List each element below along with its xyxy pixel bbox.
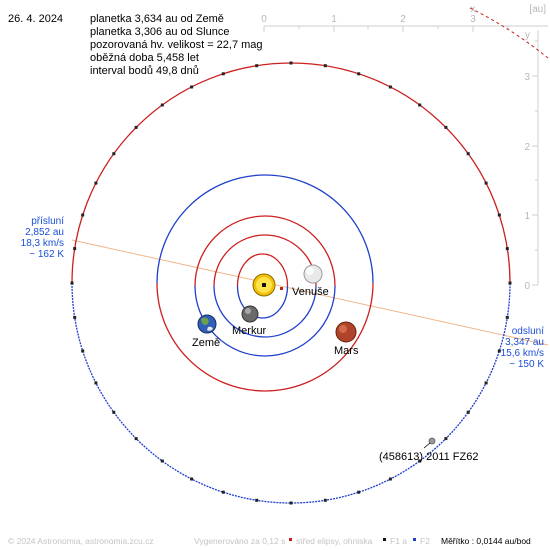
orbit-point-marker: [484, 181, 488, 185]
y-tick-label: 2: [524, 142, 530, 153]
orbit-point-marker: [160, 459, 164, 463]
orbit-point-marker: [388, 85, 392, 89]
info-orbital-period: oběžná doba 5,458 let: [90, 52, 199, 64]
copyright-text: © 2024 Astronomia, astronomia.zcu.cz: [8, 536, 154, 546]
orbit-point-marker: [388, 477, 392, 481]
orbit-point-marker: [466, 152, 470, 156]
y-tick-label: 0: [524, 281, 530, 292]
mercury: [241, 305, 259, 323]
generated-time: Vygenerováno za 0,12 s: [194, 536, 285, 546]
mars-orbit: [156, 174, 374, 392]
legend-f1-text: F1 a: [390, 536, 407, 546]
orbit-point-marker: [112, 410, 116, 414]
orbit-point-marker: [134, 125, 138, 129]
asteroid-label: (458613) 2011 FZ62: [379, 451, 478, 463]
orbit-point-marker: [357, 490, 361, 494]
orbit-point-marker: [505, 315, 509, 319]
orbit-point-marker: [255, 498, 259, 502]
orbit-point-markers: [70, 61, 512, 505]
perihelion-speed: 18,3 km/s: [21, 238, 64, 249]
orbit-point-marker: [323, 64, 327, 68]
orbit-point-marker: [94, 181, 98, 185]
orbit-point-marker: [112, 152, 116, 156]
orbit-point-marker: [418, 103, 422, 107]
footer: © 2024 Astronomia, astronomia.zcu.cz Vyg…: [8, 536, 531, 546]
orbit-point-marker: [160, 103, 164, 107]
orbit-point-marker: [466, 410, 470, 414]
info-sun-distance: planetka 3,306 au od Slunce: [90, 26, 229, 38]
orbit-point-marker: [497, 349, 501, 353]
legend-f2-text: F2: [420, 536, 430, 546]
perihelion-temperature: ~ 162 K: [29, 249, 64, 260]
y-axis-label: y: [525, 30, 530, 41]
aphelion-title: odsluní: [512, 326, 544, 337]
aphelion-speed: 15,6 km/s: [501, 348, 544, 359]
x-tick-label: 2: [400, 14, 406, 25]
mercury-orbit: [236, 253, 289, 319]
orbit-point-marker: [418, 459, 422, 463]
earth: [197, 314, 217, 334]
orbit-point-marker: [73, 315, 77, 319]
orbit-point-marker: [94, 381, 98, 385]
y-tick-label: 1: [524, 211, 530, 222]
venus-orbit: [213, 234, 317, 338]
orbit-point-marker: [508, 281, 512, 285]
perihelion-title: přísluní: [31, 216, 64, 227]
legend-center-text: střed elipsy, ohniska: [296, 536, 373, 546]
orbit-point-marker: [73, 247, 77, 251]
orbit-point-marker: [70, 281, 74, 285]
orbit-point-marker: [484, 381, 488, 385]
x-tick-label: 0: [261, 14, 267, 25]
center-legend-marker: [289, 538, 292, 541]
x-axis-label: x: [471, 4, 476, 15]
x-tick-label: 3: [470, 14, 476, 25]
venus-label: Venuše: [292, 286, 329, 298]
aphelion-distance: 3,347 au: [505, 337, 544, 348]
asteroid-orbit: [71, 62, 511, 504]
orbit-point-marker: [289, 501, 293, 505]
asteroid: [423, 437, 436, 449]
outer-orbit-fragment: [469, 7, 549, 59]
aphelion-label: odsluní 3,347 au 15,6 km/s ~ 150 K: [501, 326, 545, 370]
orbit-point-marker: [497, 213, 501, 217]
date-label: 26. 4. 2024: [8, 13, 63, 25]
orbit-point-marker: [505, 247, 509, 251]
orbit-point-marker: [81, 349, 85, 353]
y-tick-label: 3: [524, 72, 530, 83]
perihelion-label: přísluní 2,852 au 18,3 km/s ~ 162 K: [21, 216, 65, 260]
mars-label: Mars: [334, 345, 359, 357]
scale-text: Měřítko : 0,0144 au/bod: [441, 536, 531, 546]
f2-legend-marker: [413, 538, 416, 541]
orbit-point-marker: [134, 437, 138, 441]
orbit-point-marker: [81, 213, 85, 217]
orbit-point-marker: [255, 64, 259, 68]
x-tick-label: 1: [331, 14, 337, 25]
orbit-point-marker: [190, 85, 194, 89]
orbit-point-marker: [444, 125, 448, 129]
apsis-line: [71, 239, 549, 346]
perihelion-distance: 2,852 au: [25, 227, 64, 238]
ellipse-center-marker: [280, 287, 283, 290]
earth-label: Země: [192, 337, 220, 349]
f1-legend-marker: [383, 538, 386, 541]
orbit-point-marker: [190, 477, 194, 481]
mars: [335, 321, 357, 343]
orbit-point-marker: [357, 72, 361, 76]
orbit-point-marker: [221, 72, 225, 76]
orbit-point-marker: [221, 490, 225, 494]
right-axis: 3 2 1 0 y: [524, 30, 539, 292]
info-point-interval: interval bodů 49,8 dnů: [90, 65, 199, 77]
orbit-point-marker: [444, 437, 448, 441]
venus: [303, 264, 323, 284]
info-magnitude: pozorovaná hv. velikost = 22,7 mag: [90, 39, 263, 51]
orbit-point-marker: [323, 498, 327, 502]
unit-label: [au]: [529, 4, 546, 15]
aphelion-temperature: ~ 150 K: [509, 359, 544, 370]
mercury-label: Merkur: [232, 325, 267, 337]
sun: [252, 273, 276, 297]
top-axis: 0 1 2 3 x [au]: [261, 4, 548, 32]
info-earth-distance: planetka 3,634 au od Země: [90, 13, 224, 25]
orbit-point-marker: [289, 61, 293, 65]
